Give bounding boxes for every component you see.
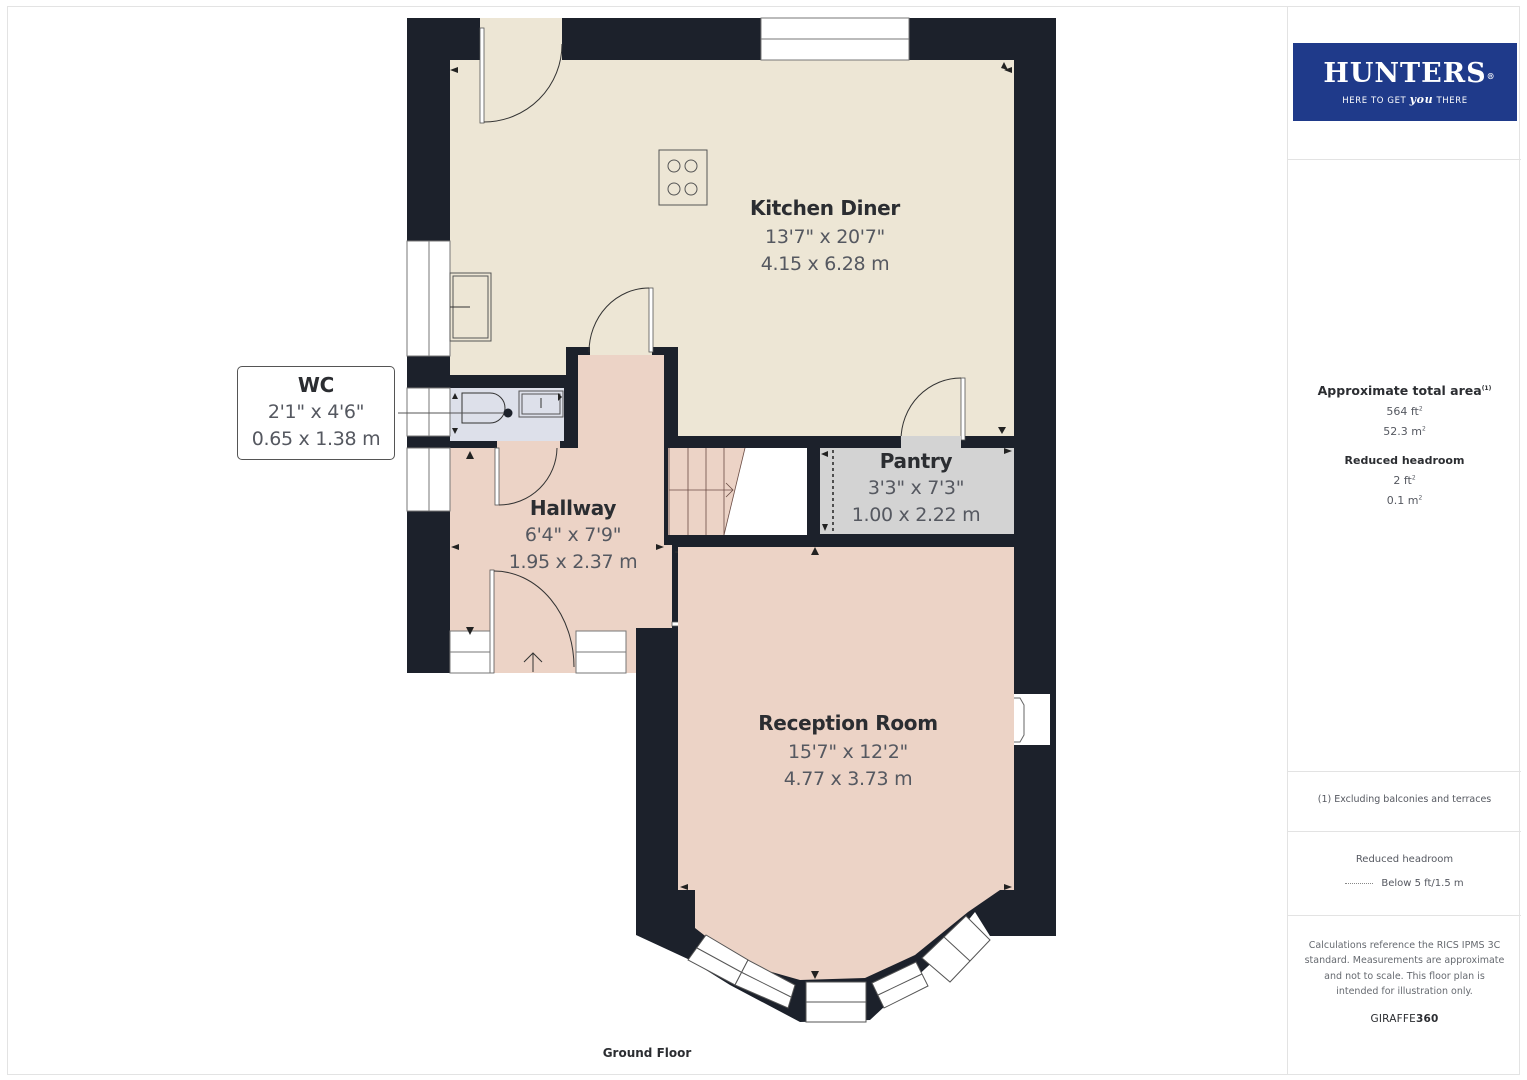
- room-dim-imperial: 3'3" x 7'3": [867, 477, 965, 499]
- room-name: Hallway: [529, 496, 617, 520]
- room-dim-metric: 1.00 x 2.22 m: [851, 504, 981, 526]
- room-dim-metric: 1.95 x 2.37 m: [508, 551, 638, 573]
- room-dim-imperial: 15'7" x 12'2": [788, 741, 908, 763]
- basin-icon: [518, 390, 564, 418]
- reception-room: [678, 547, 1050, 1023]
- hunters-logo: HUNTERS® HERE TO GET you THERE: [1293, 43, 1517, 121]
- logo-wordmark: HUNTERS®: [1323, 57, 1496, 89]
- area-sqft: 564 ft2: [1386, 405, 1423, 418]
- room-dim-metric: 4.15 x 6.28 m: [760, 253, 890, 275]
- dotted-line-icon: [1345, 883, 1374, 884]
- entrance-arrow-icon: [523, 652, 543, 672]
- room-name: Kitchen Diner: [750, 196, 900, 220]
- sink-icon: [449, 272, 492, 342]
- footnote-section: (1) Excluding balconies and terraces: [1288, 772, 1521, 832]
- wc-room: [398, 387, 564, 441]
- disclaimer-section: Calculations reference the RICS IPMS 3C …: [1288, 916, 1521, 1075]
- logo-section: HUNTERS® HERE TO GET you THERE: [1288, 6, 1521, 160]
- room-dim-metric: 4.77 x 3.73 m: [783, 768, 913, 790]
- page-frame: [7, 6, 1520, 1075]
- reduced-headroom-sqft: 2 ft2: [1393, 474, 1416, 487]
- room-label-kitchen-diner: Kitchen Diner 13'7" x 20'7" 4.15 x 6.28 …: [750, 196, 900, 278]
- floor-plan-drawing: [398, 17, 1056, 1023]
- room-dim-imperial: 6'4" x 7'9": [524, 524, 622, 546]
- disclaimer: Calculations reference the RICS IPMS 3C …: [1304, 940, 1505, 997]
- info-sidebar: HUNTERS® HERE TO GET you THERE Approxima…: [1287, 6, 1521, 1075]
- room-dim-imperial: 2'1" x 4'6": [267, 401, 365, 423]
- logo-tagline: HERE TO GET you THERE: [1342, 92, 1468, 106]
- footnote: (1) Excluding balconies and terraces: [1317, 794, 1492, 805]
- area-sqm: 52.3 m2: [1383, 425, 1426, 438]
- room-dim-metric: 0.65 x 1.38 m: [251, 428, 381, 450]
- legend-row: Below 5 ft/1.5 m: [1288, 878, 1521, 889]
- room-dim-imperial: 13'7" x 20'7": [765, 226, 885, 248]
- kitchen-diner: [406, 17, 1014, 441]
- room-label-hallway: Hallway 6'4" x 7'9" 1.95 x 2.37 m: [509, 496, 638, 576]
- floor-plan: Kitchen Diner 13'7" x 20'7" 4.15 x 6.28 …: [237, 17, 1056, 1060]
- fireplace-icon: [1014, 694, 1050, 745]
- floor-label: Ground Floor: [602, 1046, 692, 1060]
- bay-window: [687, 915, 991, 1023]
- reduced-headroom-title: Reduced headroom: [1344, 454, 1465, 467]
- legend-title: Reduced headroom: [1355, 854, 1454, 865]
- legend-item: Below 5 ft/1.5 m: [1381, 878, 1464, 889]
- toilet-icon: [398, 392, 513, 424]
- legend-section: Reduced headroom Below 5 ft/1.5 m: [1288, 832, 1521, 916]
- area-title: Approximate total area(1): [1317, 383, 1492, 398]
- hob-icon: [658, 149, 708, 206]
- stairs-icon: [668, 447, 746, 536]
- pantry: [820, 436, 1014, 534]
- room-label-pantry: Pantry 3'3" x 7'3" 1.00 x 2.22 m: [852, 449, 981, 529]
- area-section: Approximate total area(1) 564 ft2 52.3 m…: [1288, 160, 1521, 772]
- giraffe360-brand: GIRAFFE360: [1370, 1013, 1439, 1026]
- room-name: WC: [297, 373, 335, 397]
- reduced-headroom-sqm: 0.1 m2: [1386, 494, 1423, 507]
- wc-callout: WC 2'1" x 4'6" 0.65 x 1.38 m: [237, 366, 395, 460]
- room-label-reception-room: Reception Room 15'7" x 12'2" 4.77 x 3.73…: [758, 711, 938, 793]
- room-name: Reception Room: [758, 711, 938, 735]
- room-name: Pantry: [879, 449, 953, 473]
